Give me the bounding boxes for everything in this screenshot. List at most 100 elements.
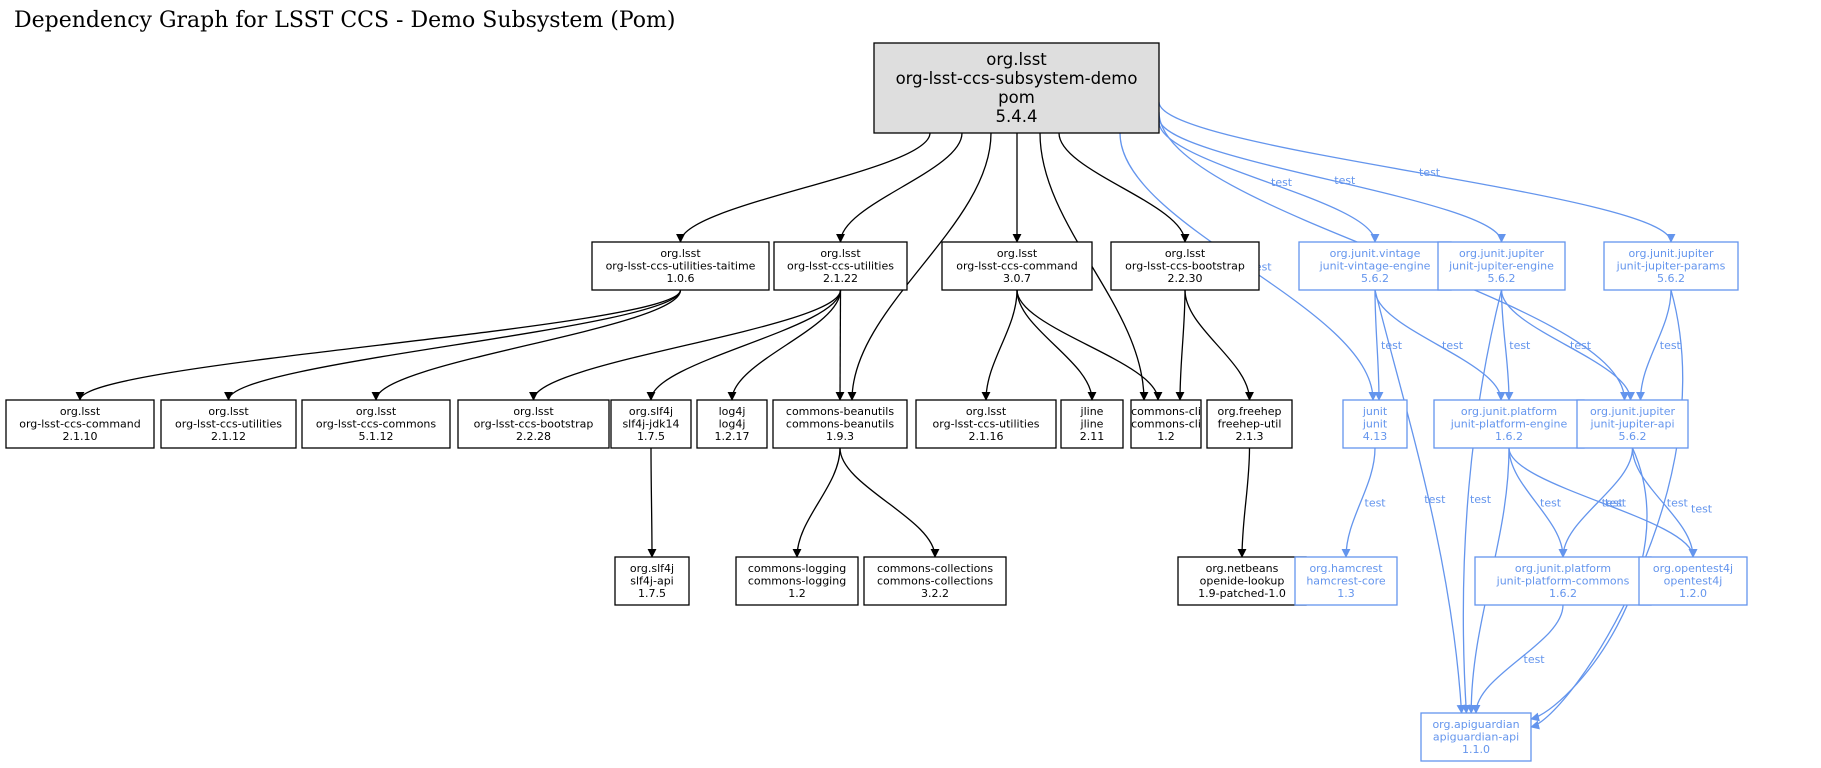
node-box: [610, 399, 692, 449]
edge-label-jupiterengine-apiguardian: test: [1470, 493, 1492, 506]
node-box: [5, 399, 155, 449]
edge-label-jupiterparams-jupiterapi: test: [1660, 339, 1682, 352]
edge-vintage-platformengine: [1374, 289, 1506, 401]
edge-vintage-junit: [1374, 289, 1384, 401]
node-vintage: org.junit.vintagejunit-vintage-engine5.6…: [1298, 241, 1452, 291]
node-root: org.lsstorg-lsst-ccs-subsystem-demopom5.…: [873, 42, 1160, 134]
node-label-line: apiguardian-api: [1433, 731, 1519, 744]
edge-label-jupiterparams-apiguardian: test: [1691, 503, 1713, 516]
node-platformengine: org.junit.platformjunit-platform-engine1…: [1433, 399, 1585, 449]
node-label-line: 1.7.5: [637, 430, 665, 443]
node-box: [1437, 241, 1566, 291]
edge-platformcommons-apiguardian: [1471, 604, 1564, 714]
node-label-line: 2.11: [1080, 430, 1105, 443]
edge-bootstrap2230-freehep: [1184, 289, 1254, 401]
edge-beanutils-logging: [792, 447, 841, 558]
node-label-line: log4j: [719, 405, 746, 418]
node-box: [1638, 556, 1748, 606]
node-label-line: org.lsst: [356, 405, 397, 418]
node-box: [863, 556, 1007, 606]
node-label-line: 2.1.22: [823, 272, 858, 285]
edge-jupiterengine-platformengine: [1500, 289, 1514, 401]
node-label-line: org.opentest4j: [1653, 562, 1733, 575]
node-label-line: org.junit.vintage: [1330, 247, 1421, 260]
node-label-line: org-lsst-ccs-commons: [316, 418, 437, 431]
edge-label-root-jupiterengine: test: [1334, 174, 1356, 187]
edge-slf4jjdk14-slf4japi: [647, 447, 657, 558]
edge-label-jupiterengine-jupiterapi: test: [1570, 339, 1592, 352]
node-label-line: 5.6.2: [1657, 272, 1685, 285]
node-box: [591, 241, 770, 291]
edge-utilities2122-slf4jjdk14: [646, 289, 842, 401]
node-label-line: opentest4j: [1664, 575, 1723, 588]
node-label-line: commons-collections: [877, 575, 993, 588]
node-label-line: junit: [1362, 418, 1388, 431]
edge-root-taitime: [676, 132, 931, 243]
node-box: [873, 42, 1160, 134]
node-label-line: org.lsst: [820, 247, 861, 260]
graph-title: Dependency Graph for LSST CCS - Demo Sub…: [14, 8, 676, 33]
edge-platformengine-platformcommons: [1508, 447, 1568, 558]
node-label-line: junit-jupiter-params: [1616, 260, 1726, 273]
node-label-line: org-lsst-ccs-utilities: [787, 260, 894, 273]
node-label-line: openide-lookup: [1200, 575, 1285, 588]
edge-jupiterapi-platformcommons: [1558, 447, 1634, 558]
edge-junit-hamcrest: [1341, 447, 1376, 558]
node-label-line: org.freehep: [1218, 405, 1282, 418]
node-label-line: commons-cli: [1131, 418, 1201, 431]
node-label-line: 1.9.3: [826, 430, 854, 443]
node-label-line: org.lsst: [60, 405, 101, 418]
node-label-line: org.hamcrest: [1309, 562, 1383, 575]
edge-root-bootstrap2230: [1058, 132, 1190, 243]
node-label-line: jline: [1080, 418, 1104, 431]
node-label-line: org.lsst: [208, 405, 249, 418]
edge-jupiterapi-opentest4j: [1631, 447, 1698, 558]
node-label-line: junit-platform-commons: [1496, 575, 1630, 588]
node-label-line: 1.2: [1157, 430, 1175, 443]
node-label-line: junit-jupiter-api: [1589, 418, 1674, 431]
edge-jupiterparams-jupiterapi: [1636, 289, 1672, 401]
node-label-line: junit-vintage-engine: [1319, 260, 1431, 273]
node-label-line: org-lsst-ccs-utilities: [933, 418, 1040, 431]
node-label-line: junit-jupiter-engine: [1448, 260, 1554, 273]
edge-jupiterengine-jupiterapi: [1500, 289, 1635, 401]
node-box: [696, 399, 768, 449]
node-label-line: commons-beanutils: [786, 405, 894, 418]
node-box: [773, 241, 908, 291]
node-label-line: freehep-util: [1218, 418, 1282, 431]
edge-label-jupiterapi-platformcommons: test: [1602, 497, 1624, 510]
node-label-line: org-lsst-ccs-subsystem-demo: [896, 69, 1138, 88]
node-label-line: org.lsst: [966, 405, 1007, 418]
node-label-line: 5.6.2: [1619, 430, 1647, 443]
node-taitime: org.lsstorg-lsst-ccs-utilities-taitime1.…: [591, 241, 770, 291]
node-box: [772, 399, 908, 449]
node-label-line: 1.7.5: [638, 587, 666, 600]
node-label-line: 1.6.2: [1549, 587, 1577, 600]
node-label-line: org.slf4j: [630, 562, 674, 575]
node-label-line: org.lsst: [513, 405, 554, 418]
node-label-line: 1.2.0: [1679, 587, 1707, 600]
node-box: [1603, 241, 1739, 291]
edge-taitime-utilities2112: [224, 289, 682, 401]
node-label-line: slf4j-jdk14: [622, 418, 679, 431]
node-label-line: org-lsst-ccs-bootstrap: [474, 418, 594, 431]
edge-command307-commonscli: [1016, 289, 1163, 401]
node-label-line: 2.1.10: [63, 430, 98, 443]
node-label-line: 2.1.3: [1236, 430, 1264, 443]
node-label-line: log4j: [719, 418, 746, 431]
node-box: [1576, 399, 1689, 449]
node-label-line: org.junit.platform: [1461, 405, 1557, 418]
node-box: [1110, 241, 1260, 291]
node-label-line: 3.0.7: [1003, 272, 1031, 285]
